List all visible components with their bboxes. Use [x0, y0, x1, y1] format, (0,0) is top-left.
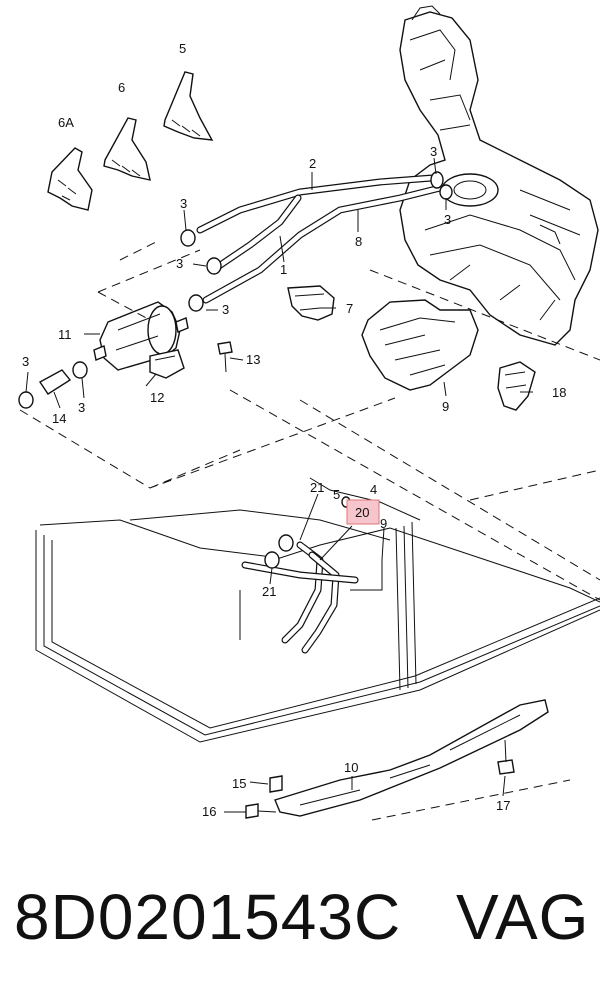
clip-5	[163, 71, 214, 141]
fuel-line-8	[202, 184, 444, 304]
fuel-filter-11	[93, 301, 189, 371]
bracket-9	[361, 299, 479, 391]
bolt-17	[497, 739, 515, 775]
screw-16	[245, 803, 277, 819]
bracket-10	[274, 699, 549, 817]
bolt-13	[217, 341, 233, 373]
callout-3: 3	[22, 354, 29, 369]
callout-9: 9	[380, 516, 387, 531]
callout-6: 6	[118, 80, 125, 95]
highlight-box-20	[346, 499, 380, 525]
hose-14	[38, 369, 72, 395]
clip-15	[269, 775, 283, 793]
callout-15: 15	[232, 776, 246, 791]
clip-18	[497, 361, 536, 411]
clip-6	[103, 117, 151, 181]
callout-21: 21	[262, 584, 276, 599]
clip-6a	[47, 147, 93, 211]
callout-3: 3	[222, 302, 229, 317]
callout-3: 3	[444, 212, 451, 227]
callout-17: 17	[496, 798, 510, 813]
callout-18: 18	[552, 385, 566, 400]
callout-5: 5	[179, 41, 186, 56]
dashed-lines	[19, 239, 600, 821]
callout-labels: 1 2 3 3 3 3 3 3 3 4 5 5 6 6A 7 8 9 9 10 …	[22, 41, 566, 819]
callout-3: 3	[180, 196, 187, 211]
callout-21: 21	[310, 480, 324, 495]
underbody-lines	[35, 477, 600, 743]
callout-3: 3	[78, 400, 85, 415]
callout-6a: 6A	[58, 115, 74, 130]
fuel-system-exploded-diagram: 1 2 3 3 3 3 3 3 3 4 5 5 6 6A 7 8 9 9 10 …	[18, 5, 600, 821]
filter-bracket-12	[149, 349, 185, 379]
callout-leaders	[25, 157, 533, 813]
hose-20	[241, 496, 359, 654]
part-number: 8D0201543C	[14, 881, 402, 953]
callout-16: 16	[202, 804, 216, 819]
callout-13: 13	[246, 352, 260, 367]
callout-20: 20	[355, 505, 369, 520]
connector-7	[287, 285, 335, 321]
brand-name: VAG	[456, 881, 590, 953]
callout-2: 2	[309, 156, 316, 171]
footer: 8D0201543C VAG	[0, 880, 600, 990]
callout-1: 1	[280, 262, 287, 277]
callout-11: 11	[58, 327, 72, 342]
callout-9: 9	[442, 399, 449, 414]
fuel-line-1	[212, 194, 302, 272]
callout-7: 7	[346, 301, 353, 316]
callout-5: 5	[333, 487, 340, 502]
callout-3: 3	[430, 144, 437, 159]
callout-10: 10	[344, 760, 358, 775]
callout-3: 3	[176, 256, 183, 271]
callout-4: 4	[370, 482, 377, 497]
callout-12: 12	[150, 390, 164, 405]
callout-14: 14	[52, 411, 66, 426]
callout-8: 8	[355, 234, 362, 249]
fuel-line-2	[196, 174, 436, 234]
